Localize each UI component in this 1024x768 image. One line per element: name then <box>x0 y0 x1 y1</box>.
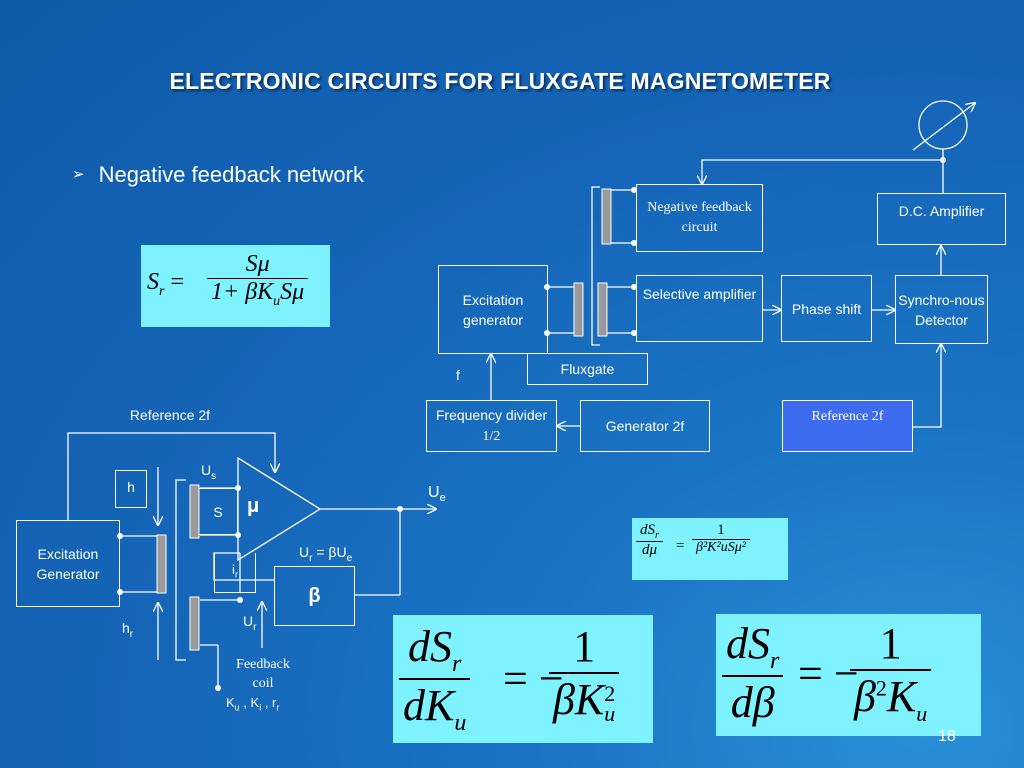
dsr-dbeta-formula: dSr dβ = − 1 β2Ku <box>716 614 981 736</box>
selective-amplifier-box: Selective amplifier <box>636 275 763 342</box>
coil-constants-label: Ku , Ki , rr <box>226 695 280 713</box>
us-label: Us <box>201 462 217 482</box>
reference-2f-label: Reference 2f <box>129 407 211 423</box>
ur-equation: Ur = βUe <box>299 544 353 564</box>
nf-coil-core <box>601 188 612 245</box>
reference-2f-box: Reference 2f <box>782 400 913 452</box>
synchronous-detector-box: Synchro-nous Detector <box>895 275 988 344</box>
slide-number: 18 <box>938 728 956 745</box>
ur-label: Ur <box>243 613 257 633</box>
exc-gen-coil-core <box>156 534 167 594</box>
bullet-item: ➢ Negative feedback network <box>72 162 364 188</box>
ir-box: ir <box>214 553 256 593</box>
negative-feedback-circuit-box: Negative feedback circuit <box>636 184 763 252</box>
ue-label: Ue <box>428 484 446 505</box>
mu-label: μ <box>247 495 260 517</box>
selective-coil-core <box>597 282 608 337</box>
s-box: S <box>199 488 238 535</box>
dc-amplifier-box: D.C. Amplifier <box>877 193 1006 245</box>
feedback-coil-label: Feedback coil <box>236 657 290 691</box>
slide-title: ELECTRONIC CIRCUITS FOR FLUXGATE MAGNETO… <box>169 68 831 94</box>
feedback-coil-core <box>189 596 200 651</box>
sr-formula: Sr = Sμ 1+ βKuSμ <box>141 245 330 327</box>
bullet-arrow-icon: ➢ <box>72 166 85 183</box>
excitation-coil-core <box>573 282 584 337</box>
h-box: h <box>115 470 147 508</box>
hr-label: hr <box>122 620 134 640</box>
beta-box: β <box>274 566 355 626</box>
bullet-text: Negative feedback network <box>98 162 364 187</box>
generator-2f-box: Generator 2f <box>580 400 710 452</box>
meter-icon <box>918 100 968 150</box>
excitation-generator-lower-box: Excitation Generator <box>16 520 120 607</box>
phase-shift-box: Phase shift <box>781 275 872 342</box>
fluxgate-box: Fluxgate <box>527 353 648 385</box>
f-label: f <box>456 367 460 383</box>
frequency-divider-box: Frequency divider 1/2 <box>426 400 557 452</box>
s-coil-core <box>189 484 200 539</box>
excitation-generator-box: Excitation generator <box>438 265 548 354</box>
dsr-dmu-formula: dSr dμ = 1 β²K²uSμ² <box>632 518 788 580</box>
